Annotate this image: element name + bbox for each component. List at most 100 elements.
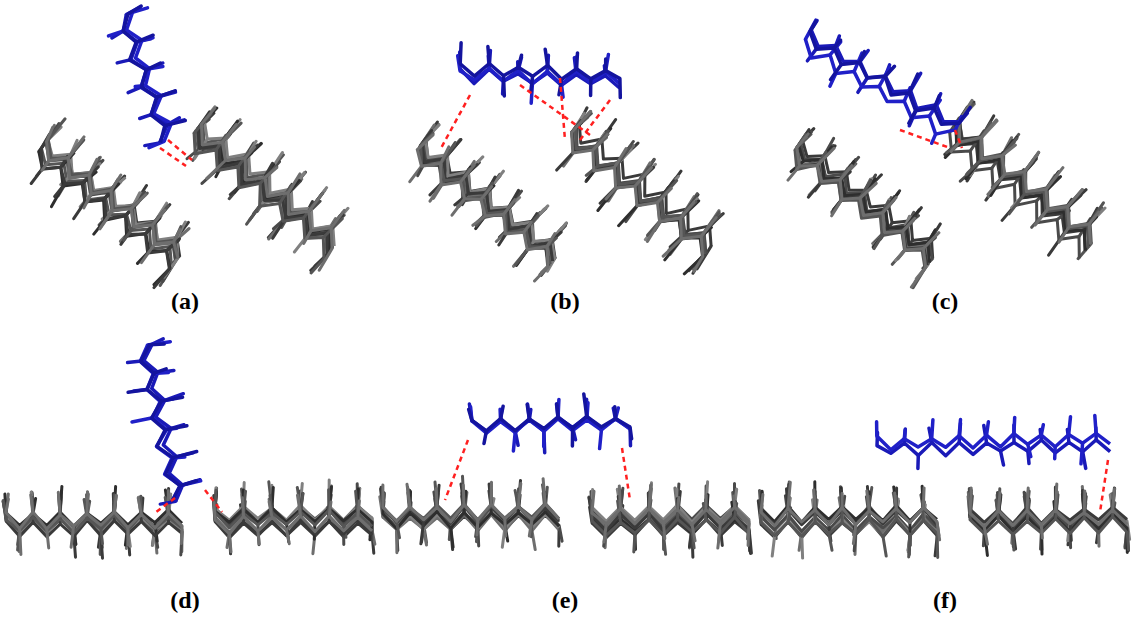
blue-chain xyxy=(810,21,970,123)
grey-strand xyxy=(761,507,937,525)
grey-strand xyxy=(970,491,1130,549)
grey-strand xyxy=(970,493,1129,550)
blue-chain xyxy=(128,339,200,504)
hydrogen-bond xyxy=(156,498,175,512)
grey-strand xyxy=(200,108,343,268)
grey-strand xyxy=(798,133,935,278)
blue-chain xyxy=(805,20,961,143)
grey-strand xyxy=(215,480,372,537)
panel-label: (e) xyxy=(552,587,579,614)
grey-strand xyxy=(947,104,1104,227)
blue-chain xyxy=(472,416,630,431)
grey-strand xyxy=(6,512,182,529)
grey-strand xyxy=(968,486,1127,546)
grey-strand xyxy=(6,491,182,555)
blue-chain xyxy=(109,8,185,148)
hydrogen-bond xyxy=(520,85,590,135)
grey-strand xyxy=(591,495,750,551)
grey-strand xyxy=(572,123,712,274)
hydrogen-bond xyxy=(900,130,950,148)
hydrogen-bond xyxy=(1100,460,1108,512)
grey-strand xyxy=(383,479,546,536)
grey-strand xyxy=(572,132,703,257)
grey-strand xyxy=(48,127,186,277)
grey-strand xyxy=(592,482,749,539)
grey-strand xyxy=(951,100,1099,242)
blue-chain xyxy=(877,416,1097,464)
grey-strand xyxy=(215,490,358,514)
grey-strand xyxy=(592,507,749,524)
hydrogen-bond xyxy=(445,440,468,500)
grey-strand xyxy=(214,502,374,553)
grey-strand xyxy=(564,117,720,269)
hydrogen-bond xyxy=(160,148,186,166)
grey-strand xyxy=(592,485,749,546)
blue-chain xyxy=(460,64,620,80)
grey-structures xyxy=(3,100,1130,558)
grey-strand xyxy=(795,135,934,288)
grey-strand xyxy=(589,490,749,549)
grey-strand xyxy=(797,137,933,282)
hydrogen-bond xyxy=(440,95,470,150)
hydrogen-bond xyxy=(205,490,222,512)
grey-strand xyxy=(201,108,344,270)
panel-label: (b) xyxy=(550,288,579,315)
grey-strand xyxy=(590,493,751,557)
grey-strand xyxy=(956,107,1098,255)
grey-strand xyxy=(576,113,721,271)
blue-chain xyxy=(141,345,180,503)
grey-strand xyxy=(417,150,548,267)
grey-strand xyxy=(214,495,360,552)
grey-strand xyxy=(945,106,1096,230)
blue-chain xyxy=(127,12,172,141)
blue-chain xyxy=(469,399,630,453)
grey-strand xyxy=(417,135,555,281)
hydrogen-bond xyxy=(580,100,610,140)
grey-strand xyxy=(195,107,348,252)
blue-chain xyxy=(460,43,620,98)
grey-strand xyxy=(572,111,717,271)
grey-strand xyxy=(422,131,562,259)
blue-chain xyxy=(472,417,630,432)
panel-label: (a) xyxy=(171,288,199,315)
grey-strand xyxy=(194,114,342,273)
panel-label: (f) xyxy=(933,587,957,614)
grey-strand xyxy=(215,487,372,542)
grey-strand xyxy=(592,517,749,535)
grey-strand xyxy=(945,102,1098,226)
grey-strand xyxy=(215,484,372,545)
grey-strand xyxy=(572,133,703,257)
grey-strand xyxy=(421,133,557,264)
grey-strand xyxy=(788,134,939,287)
grey-strand xyxy=(948,104,1105,227)
grey-strand xyxy=(3,495,168,550)
grey-strand xyxy=(215,516,372,534)
grey-strand xyxy=(761,482,940,543)
blue-chain xyxy=(469,394,632,446)
panel-label: (d) xyxy=(170,587,199,614)
hydrogen-bonds xyxy=(156,78,1108,512)
grey-strand xyxy=(196,113,340,266)
blue-chain xyxy=(877,433,1110,449)
grey-strand xyxy=(42,127,180,262)
grey-strand xyxy=(589,492,751,553)
grey-strand xyxy=(198,112,343,271)
blue-chain xyxy=(128,6,185,126)
grey-strand xyxy=(39,135,179,285)
grey-strand xyxy=(37,124,182,282)
grey-strand xyxy=(31,134,179,287)
grey-strand xyxy=(47,142,179,258)
grey-strand xyxy=(215,482,373,538)
grey-strand xyxy=(420,136,560,275)
blue-chain xyxy=(128,344,197,486)
hydrogen-bond xyxy=(560,78,565,140)
blue-structures xyxy=(109,6,1111,504)
grey-strand xyxy=(970,510,1127,527)
grey-strand xyxy=(803,129,941,258)
hydrogen-bond xyxy=(622,448,630,500)
grey-strand xyxy=(796,132,937,269)
grey-strand xyxy=(970,494,1127,555)
panel-label: (c) xyxy=(932,288,959,315)
grey-strand xyxy=(970,490,1129,550)
